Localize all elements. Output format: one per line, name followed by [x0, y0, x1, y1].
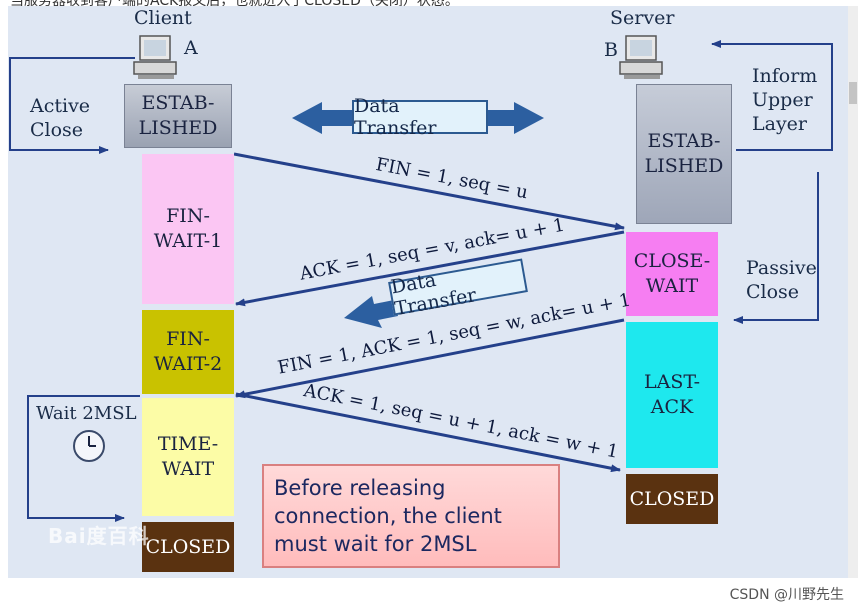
baidu-watermark: Bai度百科	[48, 524, 150, 548]
final-ack-arrow	[235, 392, 621, 473]
active-close-loop	[9, 57, 135, 154]
side-scrollbar[interactable]	[848, 6, 858, 578]
page-header-text: 当服务器收到客户端的ACK报文后，也就进入了CLOSED（关闭）状态。	[10, 0, 459, 8]
close-wait-state: CLOSE- WAIT	[626, 232, 718, 316]
client-title: Client	[134, 7, 192, 29]
csdn-watermark: CSDN @川野先生	[729, 587, 844, 603]
passive-close-loop	[733, 172, 819, 324]
wait-2msl-loop	[27, 395, 140, 522]
server-computer-icon	[619, 35, 663, 79]
data-transfer-double-arrow	[292, 102, 352, 134]
fin-ack-arrow	[235, 318, 625, 399]
time-wait-state: TIME- WAIT	[142, 398, 234, 516]
client-established-state: ESTAB- LISHED	[124, 84, 232, 148]
client-closed-state: CLOSED	[142, 522, 234, 572]
client-marker: A	[184, 37, 198, 59]
ack-arrow	[235, 230, 625, 307]
data-transfer-top: Data Transfer	[352, 95, 488, 139]
server-closed-state: CLOSED	[626, 474, 718, 524]
page-header-strip: 当服务器收到客户端的ACK报文后，也就进入了CLOSED（关闭）状态。	[0, 0, 858, 8]
passive-close-label: Passive Close	[746, 257, 817, 303]
msl-note-text: Before releasing connection, the client …	[274, 476, 502, 556]
client-computer-icon	[133, 35, 177, 79]
inform-upper-layer-label: Inform Upper Layer	[752, 65, 818, 135]
wait-2msl-label: Wait 2MSL	[36, 403, 137, 424]
msl-note-box: Before releasing connection, the client …	[262, 464, 560, 568]
data-transfer-tilted-arrow	[344, 296, 398, 328]
last-ack-state: LAST- ACK	[626, 322, 718, 468]
clock-icon	[73, 430, 105, 462]
fin-wait-2-state: FIN- WAIT-2	[142, 310, 234, 394]
inform-upper-loop	[711, 40, 833, 151]
fin-arrow	[233, 152, 625, 231]
fin-wait-1-state: FIN- WAIT-1	[142, 154, 234, 304]
server-established-state: ESTAB- LISHED	[636, 84, 732, 224]
active-close-label: Active Close	[30, 95, 91, 141]
server-title: Server	[610, 7, 675, 29]
server-marker: B	[604, 39, 618, 61]
scrollbar-thumb[interactable]	[849, 82, 857, 104]
